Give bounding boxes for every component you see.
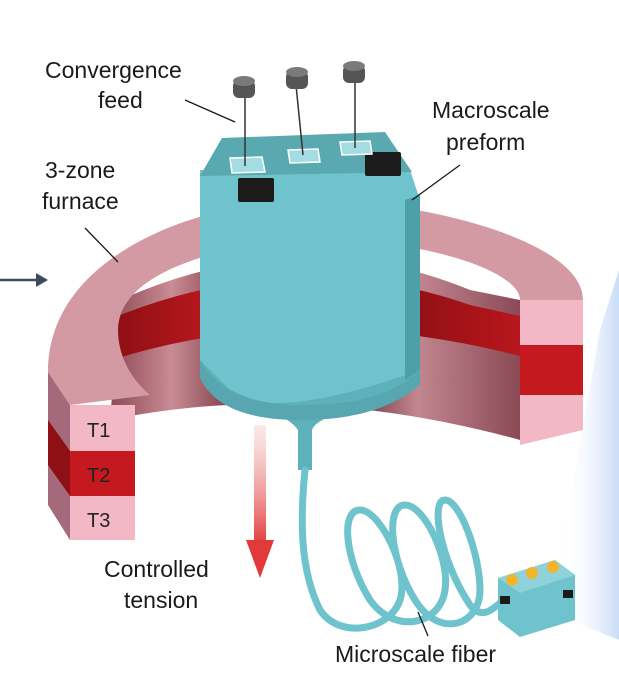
feed-connector-right bbox=[365, 152, 401, 176]
feed-spool-3 bbox=[343, 61, 365, 83]
label-convergence-feed-line1: Convergence bbox=[45, 57, 182, 83]
label-macroscale-preform-line2: preform bbox=[446, 129, 525, 155]
fiber-chip bbox=[498, 560, 575, 637]
feed-spool-1 bbox=[233, 76, 255, 98]
feed-channel-2 bbox=[287, 148, 321, 164]
leader-furnace bbox=[84, 227, 119, 263]
label-macroscale-preform-line1: Macroscale bbox=[432, 97, 550, 123]
feed-spool-2 bbox=[286, 67, 308, 89]
label-furnace-line1: 3-zone bbox=[45, 157, 115, 183]
label-controlled-tension-line1: Controlled bbox=[104, 556, 209, 582]
leader-macroscale-preform bbox=[411, 164, 461, 201]
label-controlled-tension-line2: tension bbox=[124, 587, 198, 613]
label-microscale-fiber: Microscale fiber bbox=[335, 641, 496, 667]
zone-label-t2: T2 bbox=[87, 465, 110, 487]
leader-convergence-feed bbox=[184, 99, 236, 123]
zone-label-t1: T1 bbox=[87, 420, 110, 442]
label-furnace-line2: furnace bbox=[42, 188, 119, 214]
side-glow bbox=[560, 270, 619, 640]
zone-label-t3: T3 bbox=[87, 510, 110, 532]
feed-channel-3 bbox=[339, 140, 373, 156]
label-convergence-feed-line2: feed bbox=[98, 87, 143, 113]
tension-arrow bbox=[246, 425, 274, 578]
leader-microscale-fiber bbox=[417, 611, 429, 637]
feed-channel-1 bbox=[229, 156, 266, 174]
macroscale-preform bbox=[200, 132, 420, 470]
feed-connector-left bbox=[238, 178, 274, 202]
convergence-feed-wires bbox=[244, 80, 356, 166]
microscale-fiber bbox=[298, 466, 514, 632]
input-arrow bbox=[0, 273, 48, 287]
